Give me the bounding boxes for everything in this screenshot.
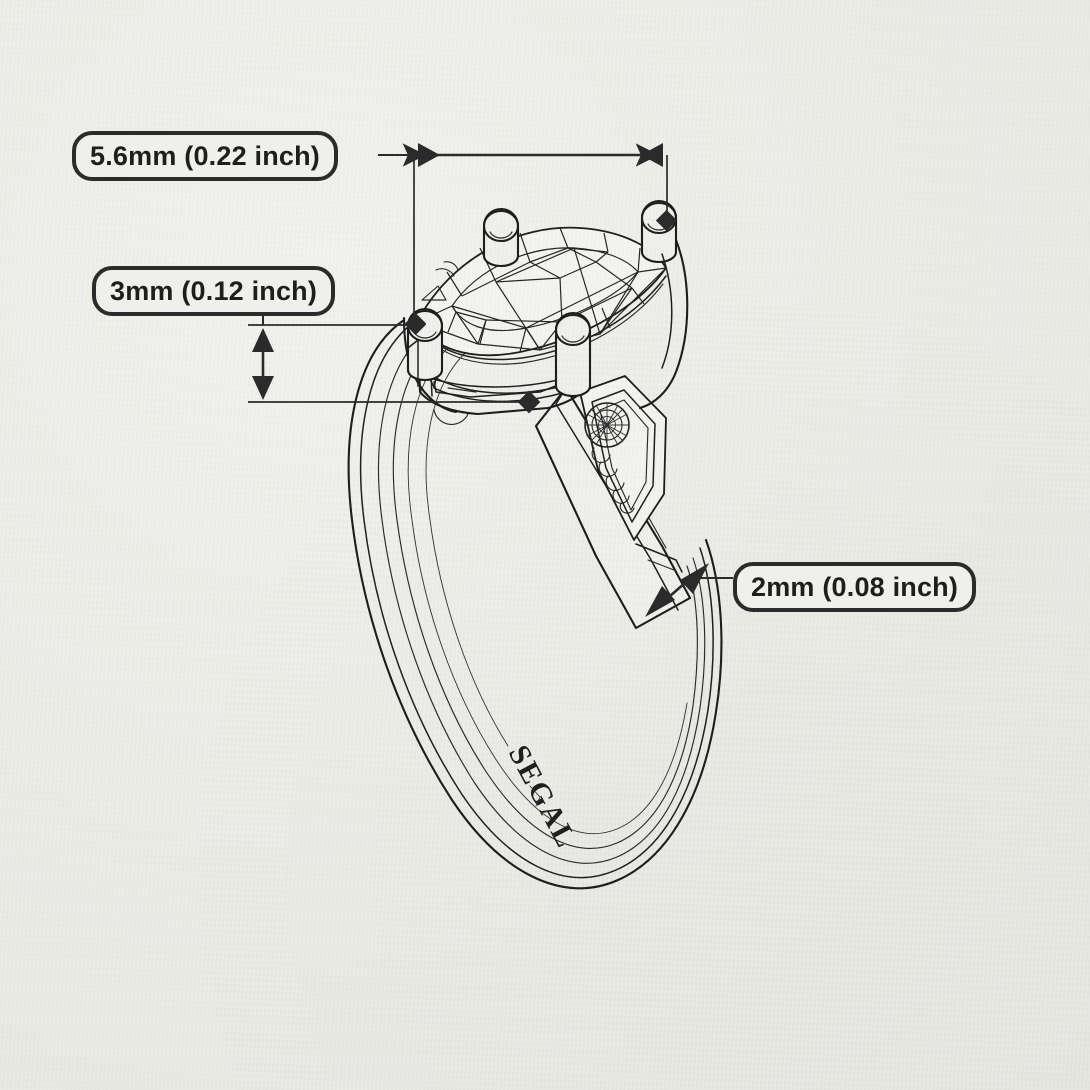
dimension-band xyxy=(645,563,733,617)
band-engraving: SEGAL xyxy=(502,740,584,854)
ring-band xyxy=(347,318,723,890)
dimension-label-width: 5.6mm (0.22 inch) xyxy=(72,131,338,181)
dimension-label-band: 2mm (0.08 inch) xyxy=(733,562,977,612)
dimension-label-height: 3mm (0.12 inch) xyxy=(92,266,336,316)
engraving-text: SEGAL xyxy=(502,740,584,854)
accent-stone xyxy=(584,402,630,448)
center-stone xyxy=(416,226,667,365)
side-accent-setting xyxy=(534,375,692,630)
